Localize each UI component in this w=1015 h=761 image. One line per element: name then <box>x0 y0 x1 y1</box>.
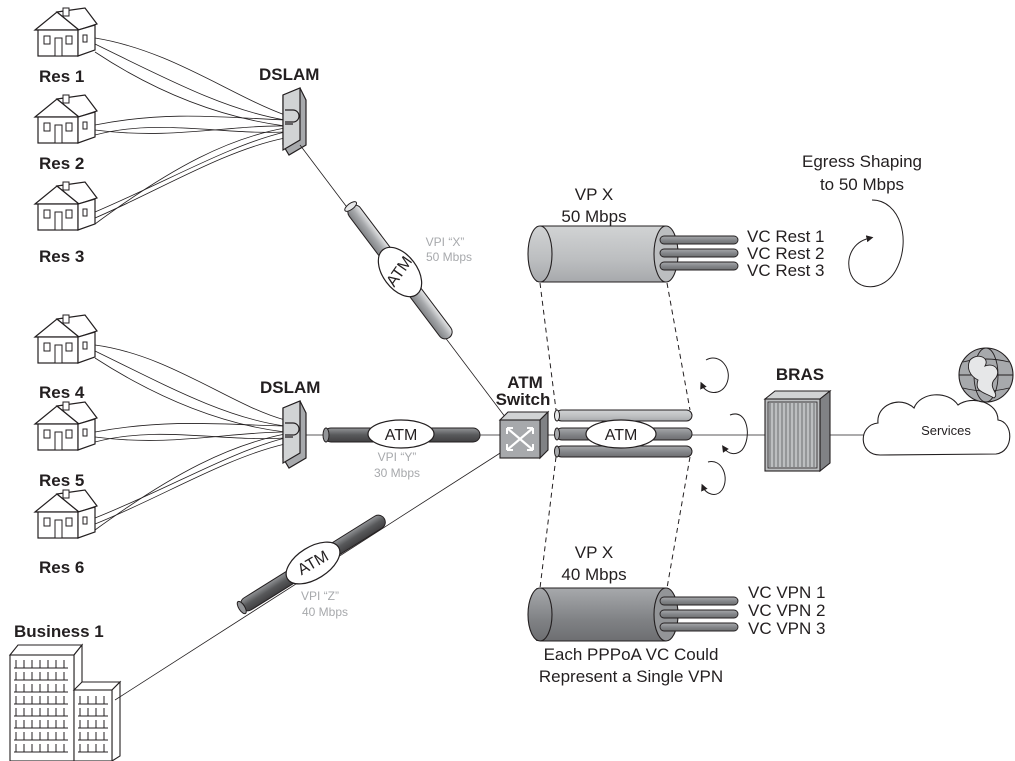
vp-top-name: VP X <box>575 185 613 204</box>
globe-icon <box>958 347 1014 403</box>
house-res-3 <box>33 181 98 231</box>
egress-line-2: to 50 Mbps <box>820 175 904 194</box>
vc-vpn-1: VC VPN 1 <box>748 583 825 602</box>
vpi-y-label: VPI “Y” <box>378 450 417 464</box>
house-icon <box>33 94 98 144</box>
label-atm-switch-2: Switch <box>496 390 551 409</box>
cloud-icon <box>862 394 1011 456</box>
vc-vpn-3: VC VPN 3 <box>748 619 825 638</box>
vp-bottom-rate: 40 Mbps <box>561 565 626 584</box>
vp-bottom-cylinder <box>527 587 739 642</box>
vp-top-cylinder <box>527 225 739 283</box>
house-res-4 <box>33 314 98 364</box>
dash-top-left <box>539 282 557 411</box>
vpi-x-label: VPI “X” <box>426 235 465 249</box>
dslam-top-subscriber-links <box>94 37 286 225</box>
pppoa-line-2: Represent a Single VPN <box>539 667 723 686</box>
vc-vpn-2: VC VPN 2 <box>748 601 825 620</box>
house-icon <box>33 181 98 231</box>
atm-label-bundle: ATM <box>605 427 638 444</box>
rotation-arrow-icon <box>701 461 726 495</box>
house-res-6 <box>33 489 98 539</box>
house-icon <box>33 401 98 451</box>
vp-top-rate: 50 Mbps <box>561 207 626 226</box>
dash-bottom-left <box>539 456 557 589</box>
label-res-1: Res 1 <box>39 67 84 86</box>
label-bras: BRAS <box>776 365 824 384</box>
office-building-icon <box>8 643 122 761</box>
label-services: Services <box>921 423 971 438</box>
atm-label-y: ATM <box>385 427 418 444</box>
house-res-5 <box>33 401 98 451</box>
dash-bottom-right <box>666 456 691 589</box>
vc-rest-3: VC Rest 3 <box>747 261 824 280</box>
label-res-5: Res 5 <box>39 471 84 490</box>
vp-bundle <box>548 409 765 458</box>
pppoa-line-1: Each PPPoA VC Could <box>544 645 719 664</box>
house-icon <box>33 314 98 364</box>
egress-line-1: Egress Shaping <box>802 152 922 171</box>
dslam-icon <box>282 400 307 469</box>
label-res-2: Res 2 <box>39 154 84 173</box>
house-icon <box>33 489 98 539</box>
label-res-3: Res 3 <box>39 247 84 266</box>
rotation-arrow-icon <box>722 413 748 455</box>
label-res-6: Res 6 <box>39 558 84 577</box>
label-atm-switch-1: ATM <box>507 373 543 392</box>
label-res-4: Res 4 <box>39 383 85 402</box>
vpi-x-rate: 50 Mbps <box>426 250 472 264</box>
atm-pipe-vpi-y <box>306 419 500 449</box>
house-res-1 <box>33 7 98 57</box>
label-business-1: Business 1 <box>14 622 104 641</box>
vpi-y-rate: 30 Mbps <box>374 466 420 480</box>
house-res-2 <box>33 94 98 144</box>
atm-switch-icon <box>498 410 550 460</box>
dslam-mid-subscriber-links <box>94 344 286 531</box>
label-dslam-mid: DSLAM <box>260 378 320 397</box>
atm-pipe-vpi-z <box>236 514 386 615</box>
vc-rest-1: VC Rest 1 <box>747 227 824 246</box>
dslam-icon <box>282 87 307 156</box>
dash-top-right <box>666 282 691 411</box>
atm-pipe-vpi-x <box>344 201 453 340</box>
label-dslam-top: DSLAM <box>259 65 319 84</box>
house-icon <box>33 7 98 57</box>
vpi-z-rate: 40 Mbps <box>302 605 348 619</box>
rotation-arrow-icon <box>848 199 904 288</box>
vp-bottom-name: VP X <box>575 543 613 562</box>
bras-icon <box>763 389 832 473</box>
vpi-z-label: VPI “Z” <box>301 589 339 603</box>
rotation-arrow-icon <box>700 357 729 393</box>
vc-rest-2: VC Rest 2 <box>747 244 824 263</box>
